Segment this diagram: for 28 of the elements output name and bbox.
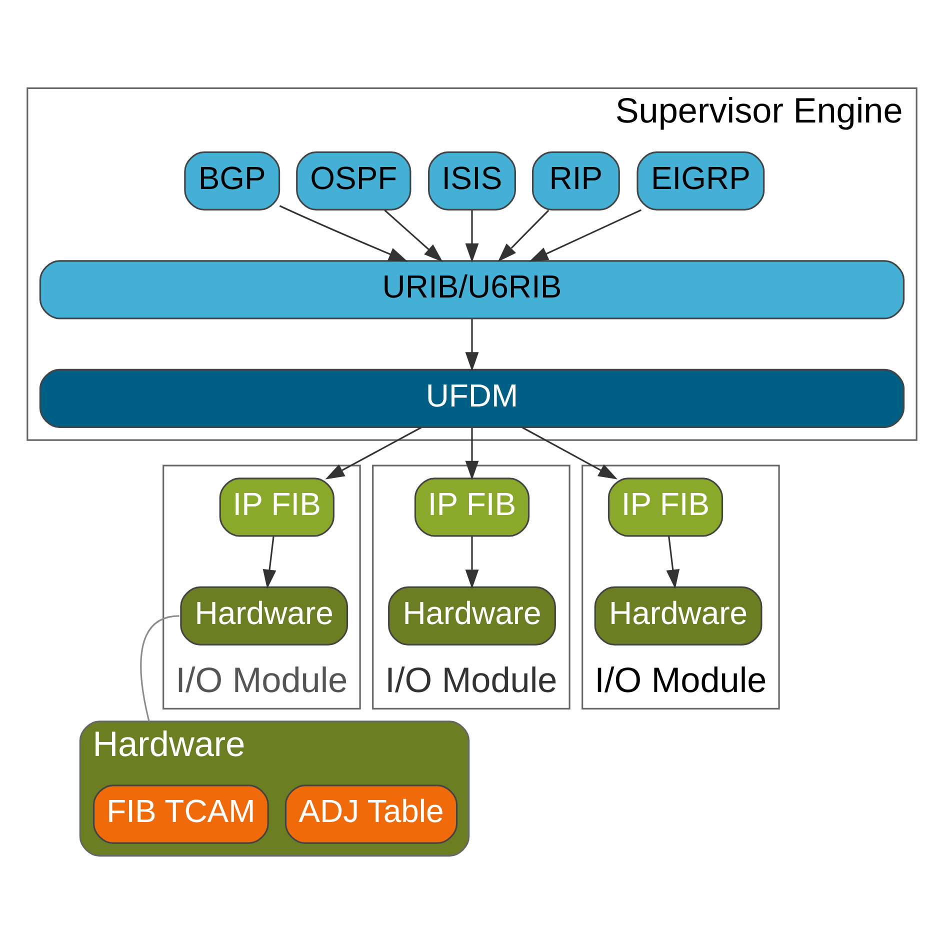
node-box: ADJ Table bbox=[284, 784, 458, 844]
arrow bbox=[384, 210, 443, 262]
arrow bbox=[465, 428, 479, 480]
node-box: UFDM bbox=[39, 368, 905, 428]
node-box: EIGRP bbox=[636, 151, 765, 211]
node-box: ISIS bbox=[428, 151, 516, 211]
connector bbox=[140, 615, 180, 722]
arrow bbox=[262, 536, 276, 589]
arrow bbox=[325, 426, 422, 480]
node-box: OSPF bbox=[296, 151, 412, 211]
node-box: FIB TCAM bbox=[93, 784, 269, 844]
node-box: Hardware bbox=[180, 586, 348, 646]
node-box: BGP bbox=[184, 151, 280, 211]
arrow bbox=[498, 210, 550, 262]
arrow bbox=[279, 205, 408, 262]
node-box: IP FIB bbox=[608, 478, 724, 537]
arrow bbox=[522, 426, 618, 480]
arrow bbox=[465, 319, 479, 372]
node-box: RIP bbox=[532, 151, 620, 211]
arrow bbox=[666, 536, 680, 589]
node-box: IP FIB bbox=[219, 478, 334, 537]
node-box: IP FIB bbox=[414, 478, 530, 537]
arrow bbox=[528, 209, 642, 262]
node-box: URIB/U6RIB bbox=[39, 260, 905, 320]
arrow bbox=[465, 210, 479, 263]
arrow bbox=[465, 536, 479, 589]
node-box: Hardware bbox=[388, 586, 556, 646]
node-box: Hardware bbox=[594, 586, 762, 646]
